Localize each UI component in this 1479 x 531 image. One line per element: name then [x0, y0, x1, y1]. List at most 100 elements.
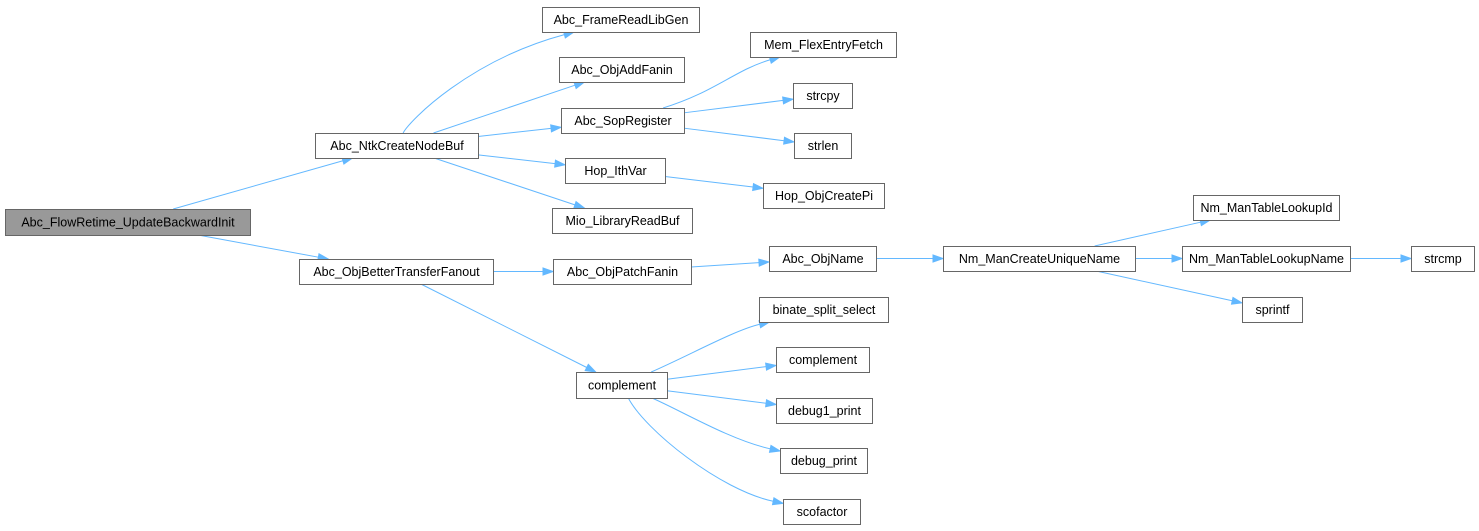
node-box[interactable] [552, 208, 693, 234]
node-debug1[interactable]: debug1_print [776, 398, 873, 424]
node-ntk[interactable]: Abc_NtkCreateNodeBuf [315, 133, 479, 159]
node-sopreg[interactable]: Abc_SopRegister [561, 108, 685, 134]
node-scofactor[interactable]: scofactor [783, 499, 861, 525]
edge-line [477, 154, 556, 165]
node-box[interactable] [299, 259, 494, 285]
node-hoppi[interactable]: Hop_ObjCreatePi [763, 183, 885, 209]
edge-line [173, 160, 344, 210]
node-nmunique[interactable]: Nm_ManCreateUniqueName [943, 246, 1136, 272]
arrow-head [1171, 254, 1184, 263]
edge-better-to-complement1 [420, 283, 598, 373]
edge-objname-to-nmunique [876, 254, 945, 263]
edges-layer [173, 30, 1413, 506]
arrow-head [758, 258, 771, 267]
node-box[interactable] [5, 209, 251, 236]
arrow-head [932, 254, 945, 263]
node-box[interactable] [576, 372, 668, 399]
node-label: strcpy [806, 89, 840, 103]
edge-ntk-to-frame [402, 30, 576, 134]
node-label: Abc_SopRegister [574, 114, 671, 128]
node-box[interactable] [769, 246, 877, 272]
node-nmlookupname[interactable]: Nm_ManTableLookupName [1182, 246, 1351, 272]
node-objname[interactable]: Abc_ObjName [769, 246, 877, 272]
edge-line [433, 157, 576, 206]
arrow-head [542, 267, 555, 276]
edge-line [666, 366, 767, 380]
node-box[interactable] [780, 448, 868, 474]
edge-sopreg-to-strcpy [683, 96, 795, 114]
edge-root-to-better [197, 234, 330, 262]
node-box[interactable] [565, 158, 666, 184]
node-label: strlen [808, 139, 839, 153]
node-addfanin[interactable]: Abc_ObjAddFanin [559, 57, 685, 83]
node-hopith[interactable]: Hop_IthVar [565, 158, 666, 184]
edge-line [664, 175, 754, 188]
node-frame[interactable]: Abc_FrameReadLibGen [542, 7, 700, 33]
node-box[interactable] [1242, 297, 1303, 323]
node-strcpy[interactable]: strcpy [793, 83, 853, 109]
node-box[interactable] [759, 297, 889, 323]
node-label: Mem_FlexEntryFetch [764, 38, 883, 52]
node-box[interactable] [776, 347, 870, 373]
node-better[interactable]: Abc_ObjBetterTransferFanout [299, 259, 494, 285]
node-label: Abc_NtkCreateNodeBuf [330, 139, 464, 153]
edge-line [651, 397, 771, 450]
node-box[interactable] [943, 246, 1136, 272]
node-label: scofactor [797, 505, 848, 519]
edge-line [197, 234, 319, 258]
node-sprintf[interactable]: sprintf [1242, 297, 1303, 323]
node-label: Nm_ManTableLookupId [1200, 201, 1332, 215]
node-label: complement [789, 353, 858, 367]
node-complement2[interactable]: complement [776, 347, 870, 373]
node-root[interactable]: Abc_FlowRetime_UpdateBackwardInit [5, 209, 251, 236]
node-label: Hop_IthVar [584, 164, 646, 178]
node-label: sprintf [1255, 303, 1290, 317]
node-debug[interactable]: debug_print [780, 448, 868, 474]
node-memflex[interactable]: Mem_FlexEntryFetch [750, 32, 897, 58]
node-box[interactable] [750, 32, 897, 58]
arrow-head [765, 362, 778, 371]
node-box[interactable] [783, 499, 861, 525]
edge-line [666, 390, 767, 404]
edge-ntk-to-hopith [477, 154, 567, 168]
edge-complement1-to-debug1 [666, 390, 778, 408]
node-box[interactable] [542, 7, 700, 33]
node-label: Abc_FlowRetime_UpdateBackwardInit [21, 216, 235, 230]
node-label: Hop_ObjCreatePi [775, 189, 873, 203]
node-complement1[interactable]: complement [576, 372, 668, 399]
edge-nmlookupname-to-strcmp [1350, 254, 1413, 263]
node-box[interactable] [1193, 195, 1340, 221]
node-box[interactable] [1411, 246, 1475, 272]
edge-nmunique-to-nmlookupname [1135, 254, 1184, 263]
node-strcmp[interactable]: strcmp [1411, 246, 1475, 272]
node-patch[interactable]: Abc_ObjPatchFanin [553, 259, 692, 285]
node-label: Abc_FrameReadLibGen [554, 13, 689, 27]
edge-sopreg-to-memflex [662, 55, 782, 109]
node-box[interactable] [1182, 246, 1351, 272]
node-binate[interactable]: binate_split_select [759, 297, 889, 323]
nodes-layer: Abc_FlowRetime_UpdateBackwardInit Abc_Ntk… [5, 7, 1475, 525]
node-strlen[interactable]: strlen [794, 133, 852, 159]
node-label: Nm_ManCreateUniqueName [959, 252, 1120, 266]
node-box[interactable] [315, 133, 479, 159]
node-label: Nm_ManTableLookupName [1189, 252, 1344, 266]
node-nmlookupid[interactable]: Nm_ManTableLookupId [1193, 195, 1340, 221]
arrow-head [550, 124, 563, 133]
node-box[interactable] [763, 183, 885, 209]
arrow-head [573, 200, 586, 209]
edge-line [662, 59, 771, 109]
edge-better-to-patch [493, 267, 555, 276]
node-box[interactable] [559, 57, 685, 83]
node-label: strcmp [1424, 252, 1462, 266]
edge-line [683, 99, 784, 114]
node-box[interactable] [561, 108, 685, 134]
node-label: debug1_print [788, 404, 862, 418]
node-box[interactable] [553, 259, 692, 285]
node-box[interactable] [794, 133, 852, 159]
node-mio[interactable]: Mio_LibraryReadBuf [552, 208, 693, 234]
node-label: Abc_ObjAddFanin [571, 63, 673, 77]
node-box[interactable] [793, 83, 853, 109]
node-box[interactable] [776, 398, 873, 424]
edge-complement1-to-scofactor [627, 397, 785, 506]
